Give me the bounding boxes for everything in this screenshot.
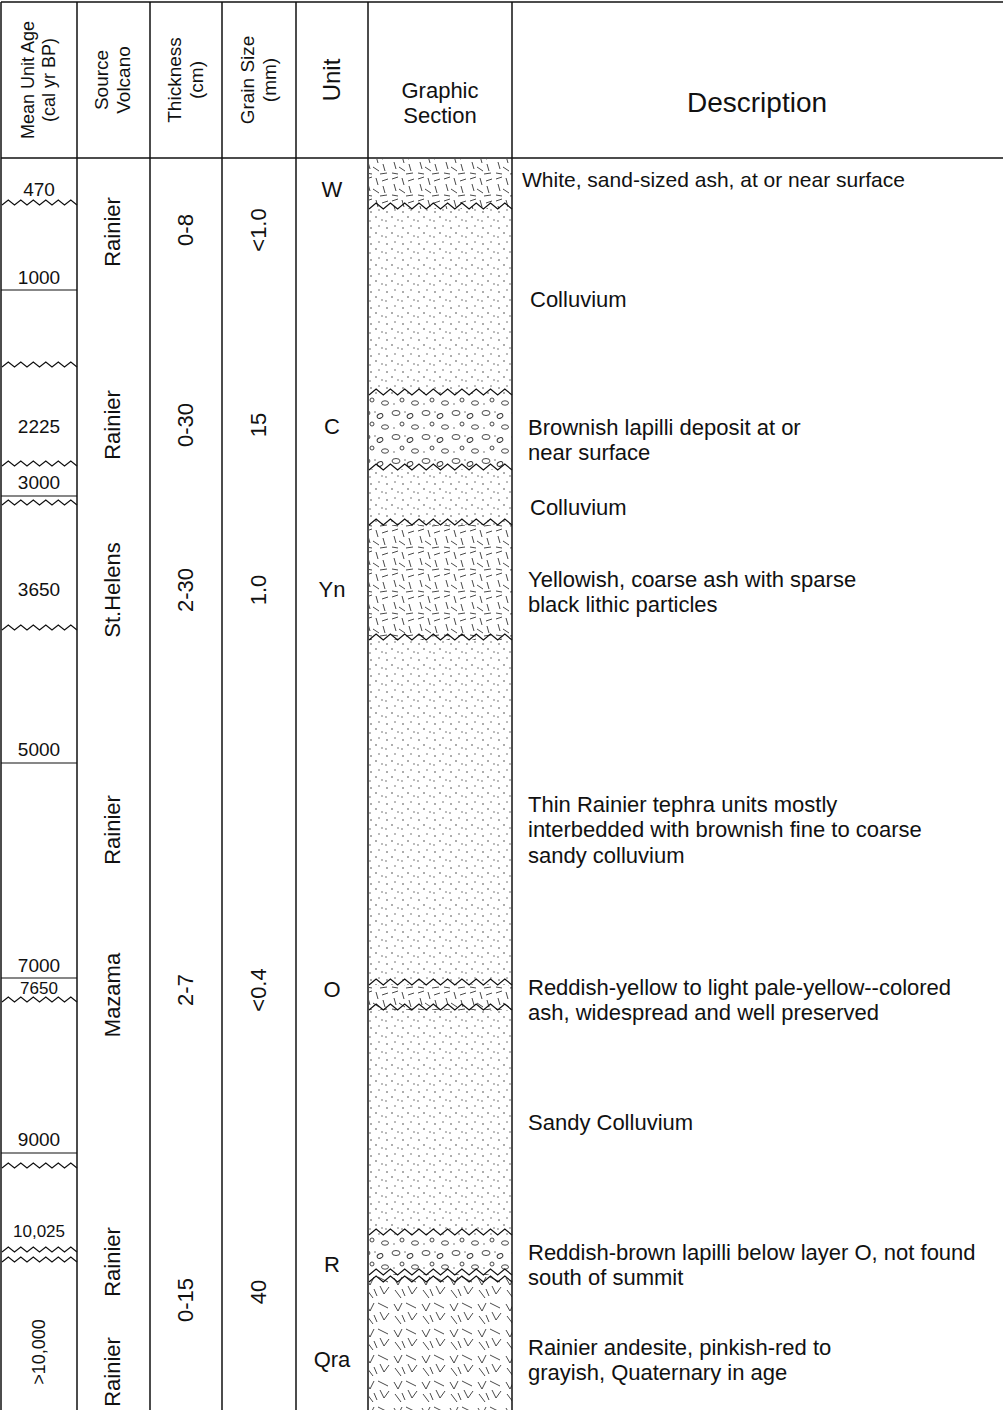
rotated-cell-text: 2-30 (173, 550, 198, 630)
cell-text: 7650 (4, 979, 74, 999)
ash-band (369, 525, 512, 640)
zigzag-line (369, 464, 512, 470)
description-text: Reddish-brown lapilli below layer O, not… (528, 1240, 978, 1291)
colluvium-band (369, 640, 512, 985)
rotated-cell-text: Mazama (100, 930, 125, 1060)
cell-text: Description (607, 87, 907, 119)
zigzag-line (2, 362, 77, 367)
cell-text: 1000 (4, 267, 74, 289)
rotated-cell-text: Mean Unit Age (cal yr BP) (18, 5, 59, 155)
rotated-cell-text: Grain Size (mm) (237, 28, 281, 132)
rotated-cell-text: Unit (318, 40, 346, 120)
rotated-cell-text: <1.0 (246, 190, 271, 270)
description-text: White, sand-sized ash, at or near surfac… (522, 168, 998, 192)
zigzag-line (2, 500, 77, 505)
cell-text: R (302, 1252, 362, 1277)
rotated-cell-text: 1.0 (246, 550, 271, 630)
rotated-cell-text: Rainier (100, 360, 125, 490)
description-text: Colluvium (530, 287, 830, 312)
zigzag-line (2, 1247, 77, 1252)
description-text: Sandy Colluvium (528, 1110, 828, 1135)
zigzag-line (369, 519, 512, 525)
cell-text: 5000 (4, 739, 74, 761)
description-text: Colluvium (530, 495, 830, 520)
age-ticks (1, 290, 77, 1153)
zigzag-line (369, 389, 512, 395)
zigzag-line (369, 1004, 512, 1010)
cell-text: 7000 (4, 955, 74, 977)
rotated-cell-text: Thickness (cm) (164, 25, 208, 135)
cell-text: 3000 (4, 472, 74, 494)
rotated-cell-text: 40 (246, 1252, 271, 1332)
cell-text: 9000 (4, 1129, 74, 1151)
zigzag-line (2, 1163, 77, 1168)
cell-text: C (302, 414, 362, 439)
ash-band (369, 159, 512, 209)
unconformity-zigzags (2, 200, 512, 1282)
description-text: Rainier andesite, pinkish-red to grayish… (528, 1335, 888, 1386)
rotated-cell-text: Rainier (100, 1322, 125, 1410)
description-text: Thin Rainier tephra units mostly interbe… (528, 792, 938, 868)
rotated-cell-text: <0.4 (246, 950, 271, 1030)
description-text: Brownish lapilli deposit at or near surf… (528, 415, 828, 466)
rotated-cell-text: Rainier (100, 765, 125, 895)
lapilli-band (369, 1235, 512, 1275)
zigzag-line (2, 200, 77, 205)
zigzag-line (2, 461, 77, 466)
rotated-cell-text: Rainier (100, 1202, 125, 1322)
ash-band (369, 985, 512, 1010)
cell-text: 10,025 (2, 1222, 76, 1242)
rotated-cell-text: 15 (246, 385, 271, 465)
zigzag-line (369, 203, 512, 209)
rotated-cell-text: St.Helens (100, 515, 125, 665)
rotated-cell-text: 0-8 (173, 190, 198, 270)
lapilli-band (369, 395, 512, 470)
colluvium-band (369, 1010, 512, 1235)
zigzag-line (369, 634, 512, 640)
description-text: Reddish-yellow to light pale-yellow--col… (528, 975, 958, 1026)
rotated-cell-text: Source Volcano (91, 38, 135, 122)
rotated-cell-text: 2-7 (173, 950, 198, 1030)
rotated-cell-text: 0-30 (173, 385, 198, 465)
cell-text: 3650 (4, 579, 74, 601)
cell-text: Qra (302, 1347, 362, 1372)
zigzag-line (369, 979, 512, 985)
zigzag-line (2, 1257, 77, 1262)
cell-text: Graphic Section (375, 78, 505, 129)
cell-text: W (302, 177, 362, 202)
cell-text: Yn (302, 577, 362, 602)
zigzag-line (369, 1229, 512, 1235)
cell-text: 470 (4, 179, 74, 201)
rotated-cell-text: >10,000 (29, 1292, 50, 1410)
cell-text: O (302, 977, 362, 1002)
andesite-band (369, 1275, 512, 1410)
zigzag-line (369, 1276, 512, 1282)
description-text: Yellowish, coarse ash with sparse black … (528, 567, 868, 618)
zigzag-line (2, 625, 77, 630)
rotated-cell-text: 0-15 (173, 1260, 198, 1340)
cell-text: 2225 (4, 416, 74, 438)
rotated-cell-text: Rainier (100, 167, 125, 297)
colluvium-band (369, 209, 512, 395)
colluvium-band (369, 470, 512, 525)
zigzag-line (369, 1269, 512, 1275)
